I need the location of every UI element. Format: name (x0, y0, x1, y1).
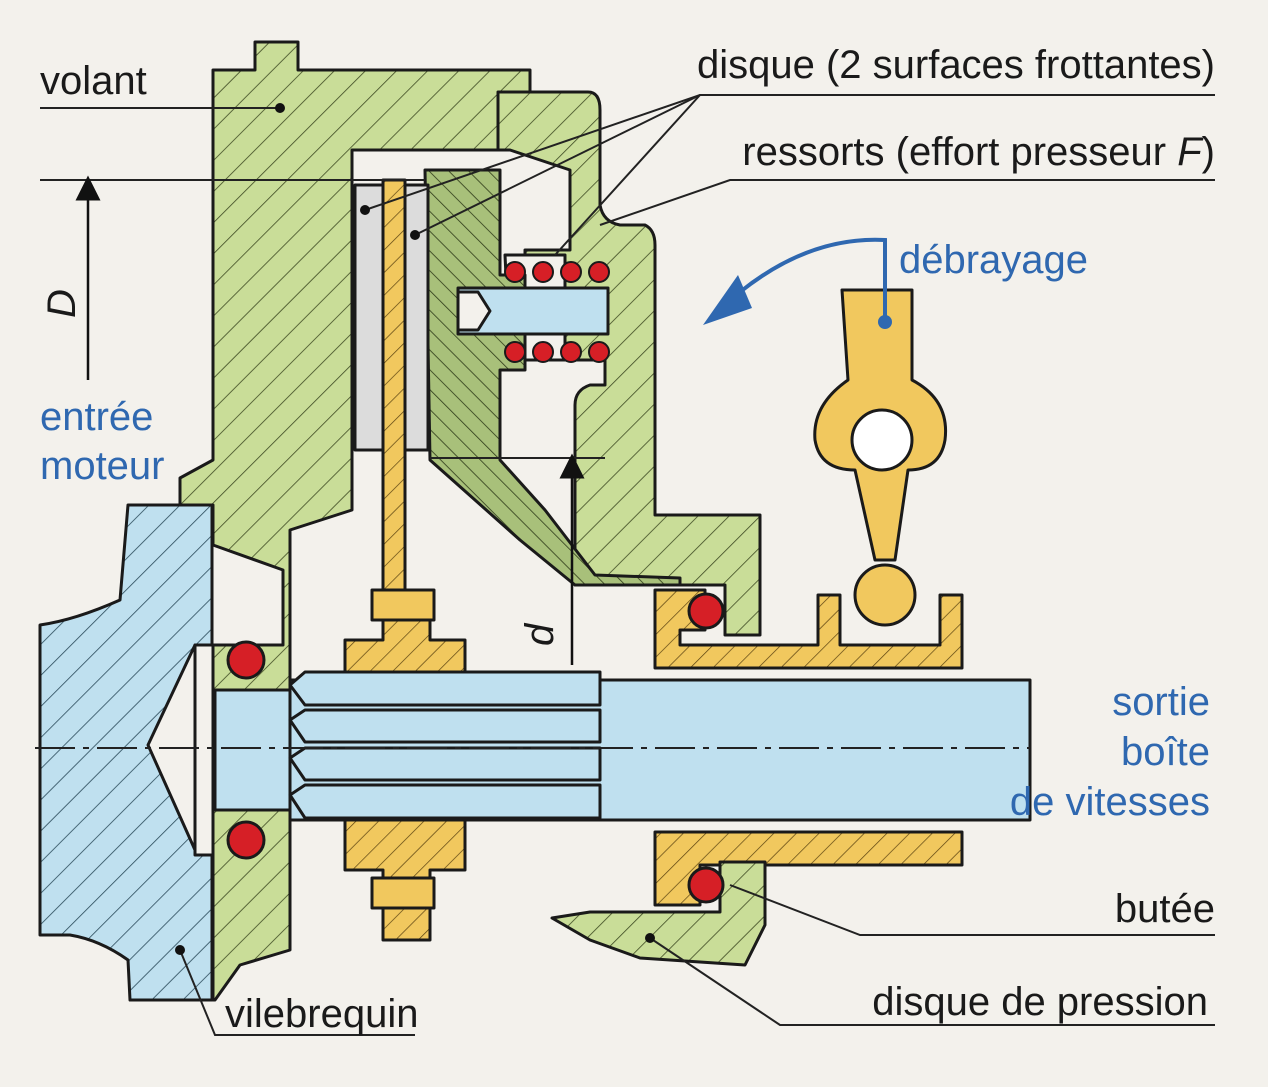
dim-D-label: D (40, 289, 84, 318)
release-bearing-part (653, 588, 964, 670)
springs (456, 261, 610, 363)
fork-pivot-hole (850, 408, 914, 472)
disengage-arrowhead (703, 275, 752, 325)
disc-rivet-top (370, 588, 436, 622)
dim-d-label: d (518, 622, 562, 646)
label-disque: disque (2 surfaces frottantes) (697, 43, 1215, 87)
release-fork (813, 288, 948, 627)
fork-ball-end (853, 563, 917, 627)
label-butee: butée (1115, 887, 1215, 931)
label-ressorts-suffix: ) (1202, 130, 1215, 174)
label-sortie-line2: boîte (1121, 730, 1210, 774)
release-ball-bottom (687, 866, 725, 904)
label-ressorts-var: F (1177, 130, 1204, 174)
leader-lines (40, 94, 1215, 1036)
leader-dot-volant (275, 103, 285, 113)
label-entree-line1: entrée (40, 395, 153, 439)
leader-dot-vilebrequin (175, 945, 185, 955)
label-sortie-line3: de vitesses (1010, 780, 1210, 824)
pressure-disc-lower (550, 860, 767, 967)
leader-dot-pression (645, 933, 655, 943)
friction-lining-left (353, 183, 385, 452)
bearing-ball-top (226, 640, 266, 680)
label-ressorts-prefix: ressorts (effort presseur (742, 130, 1177, 174)
leader-dot-lining-1 (360, 205, 370, 215)
friction-lining-right (403, 183, 430, 452)
label-debrayage: débrayage (899, 238, 1088, 282)
shaft-pilot (213, 688, 292, 812)
bearing-ball-bottom (226, 820, 266, 860)
label-vilebrequin: vilebrequin (225, 992, 418, 1036)
label-disque-pression: disque de pression (872, 980, 1208, 1024)
label-ressorts: ressorts (effort presseur F) (742, 130, 1215, 174)
disc-rivet-bottom (370, 876, 436, 910)
label-sortie-line1: sortie (1112, 680, 1210, 724)
release-ball-top (687, 592, 725, 630)
shaft-splines (288, 670, 602, 820)
label-volant: volant (40, 59, 147, 103)
disengage-arrow (738, 237, 887, 322)
release-bearing-lower (653, 830, 964, 907)
label-entree-line2: moteur (40, 444, 165, 488)
pressure-cover-part (496, 90, 762, 637)
leader-dot-lining-2 (410, 230, 420, 240)
